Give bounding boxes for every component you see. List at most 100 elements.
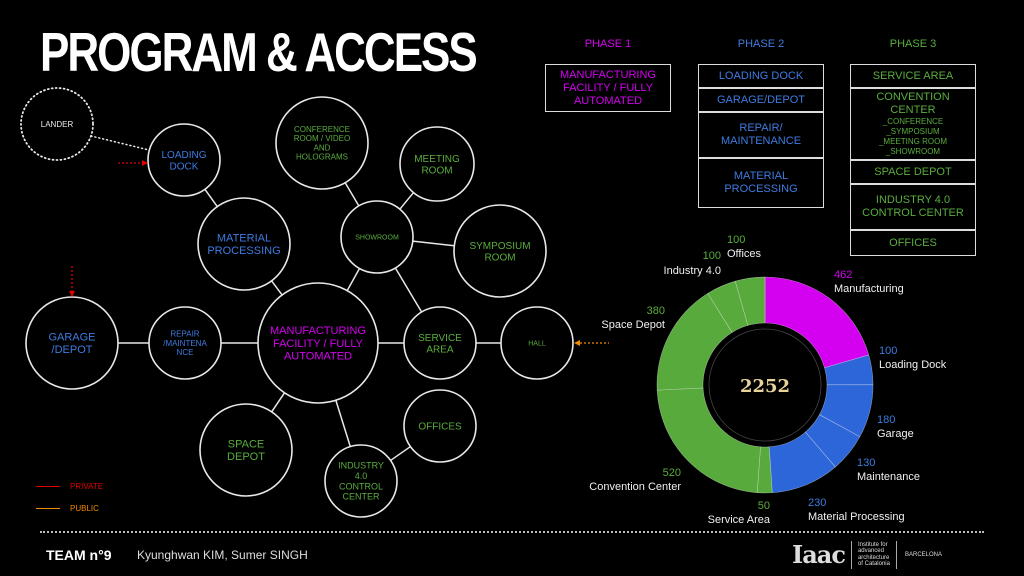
phase-item-label: SERVICE AREA [872,69,954,82]
slice-name-label: Space Depot [601,319,665,331]
node-label: LANDER [41,120,74,129]
node-label: SHOWROOM [355,234,399,241]
node-label: MEETING [414,154,460,165]
slice-name-label: Loading Dock [879,359,947,371]
node-garage[interactable]: GARAGE/DEPOT [25,296,119,390]
phase-item-label: PROCESSING [724,183,798,195]
node-label: REPAIR [170,330,199,339]
node-label: SPACE [228,439,264,451]
node-circle [403,306,477,380]
node-label: SYMPOSIUM [469,241,530,252]
iaac-logo: Iaac Institute for advanced architecture… [792,540,942,569]
node-circle [199,403,293,497]
node-circle [148,306,222,380]
slice-value-label: 100 [727,234,745,246]
node-circle [453,204,547,298]
logo-institute-line: advanced [857,548,884,554]
node-label: HOLOGRAMS [296,153,348,162]
link-manufacturing-space-depot [271,392,286,413]
node-showroom[interactable]: SHOWROOM [340,200,414,274]
phase-item-label: OFFICES [889,236,937,249]
link-conference-showroom [344,182,360,207]
node-circle [340,200,414,274]
logo-institute-line: of Catalonia [857,561,890,567]
team-label: TEAM n°9 [46,547,112,563]
donut-slice-offices [734,276,766,326]
link-loading-dock-material-processing [204,188,218,208]
node-label: PROCESSING [207,245,280,257]
node-label: FACILITY / FULLY [273,338,364,350]
node-lander[interactable]: LANDER [20,87,94,161]
logo-divider [850,540,852,569]
link-industry-offices [390,445,411,462]
slice-name-label: Service Area [708,514,771,526]
node-label: AND [314,143,331,152]
node-repair[interactable]: REPAIR/MAINTENANCE [148,306,222,380]
node-label: NCE [177,348,194,357]
slice-name-label: Material Processing [808,511,905,523]
node-label: LOADING [161,150,206,161]
slice-name-label: Offices [727,248,762,260]
slice-name-label: Maintenance [857,471,920,483]
phase-item-label: FACILITY / FULLY [562,81,654,94]
node-label: DEPOT [227,451,265,463]
node-label: CONFERENCE [294,125,350,134]
link-showroom-service-area [394,267,423,313]
link-meeting-room-showroom [399,192,415,210]
access-arrows [69,135,609,346]
phase-item: OFFICES [851,231,975,255]
link-manufacturing-industry [335,400,352,447]
slice-value-label: 100 [879,345,897,357]
node-label: /DEPOT [52,344,93,356]
link-showroom-manufacturing [346,268,361,291]
node-offices[interactable]: OFFICES [403,389,477,463]
phase-item-sub-label: _MEETING ROOM [878,137,947,146]
phase-item: LOADING DOCK [699,65,823,89]
node-label: AREA [426,344,454,355]
node-circle [399,126,475,202]
node-label: INDUSTRY [338,461,384,471]
logo-institute: Institute for advanced architecture of C… [858,542,890,568]
phase-item-label: CONVENTION [876,91,950,103]
slice-name-label: Manufacturing [834,283,904,295]
node-label: AUTOMATED [284,351,352,363]
footer-divider [40,531,984,533]
node-circle [403,389,477,463]
node-label: ROOM [484,252,515,263]
logo-mark: Iaac [792,540,846,569]
slice-name-label: Garage [877,428,914,440]
node-circle [275,96,369,190]
phase-item-label: MATERIAL [733,170,789,182]
legend-private-label: PRIVATE [70,482,104,491]
slice-value-label: 130 [857,457,875,469]
node-label: SERVICE [418,333,462,344]
phase-item-label: LOADING DOCK [718,69,804,82]
node-label: CONTROL [339,481,383,491]
node-hall[interactable]: HALL [500,306,574,380]
logo-city: BARCELONA [904,551,942,558]
diagram-links [118,182,501,462]
node-label: OFFICES [418,422,462,433]
slice-value-label: 230 [808,497,826,509]
link-material-processing-manufacturing [270,280,283,296]
phase-item-label: MAINTENANCE [720,135,802,147]
phase-item-label: CENTER [890,104,936,116]
node-label: CENTER [342,492,380,502]
phase-item: SERVICE AREA [851,65,975,89]
public-line-swatch [36,508,60,509]
phase-item-label: INDUSTRY 4.0 [875,194,951,206]
